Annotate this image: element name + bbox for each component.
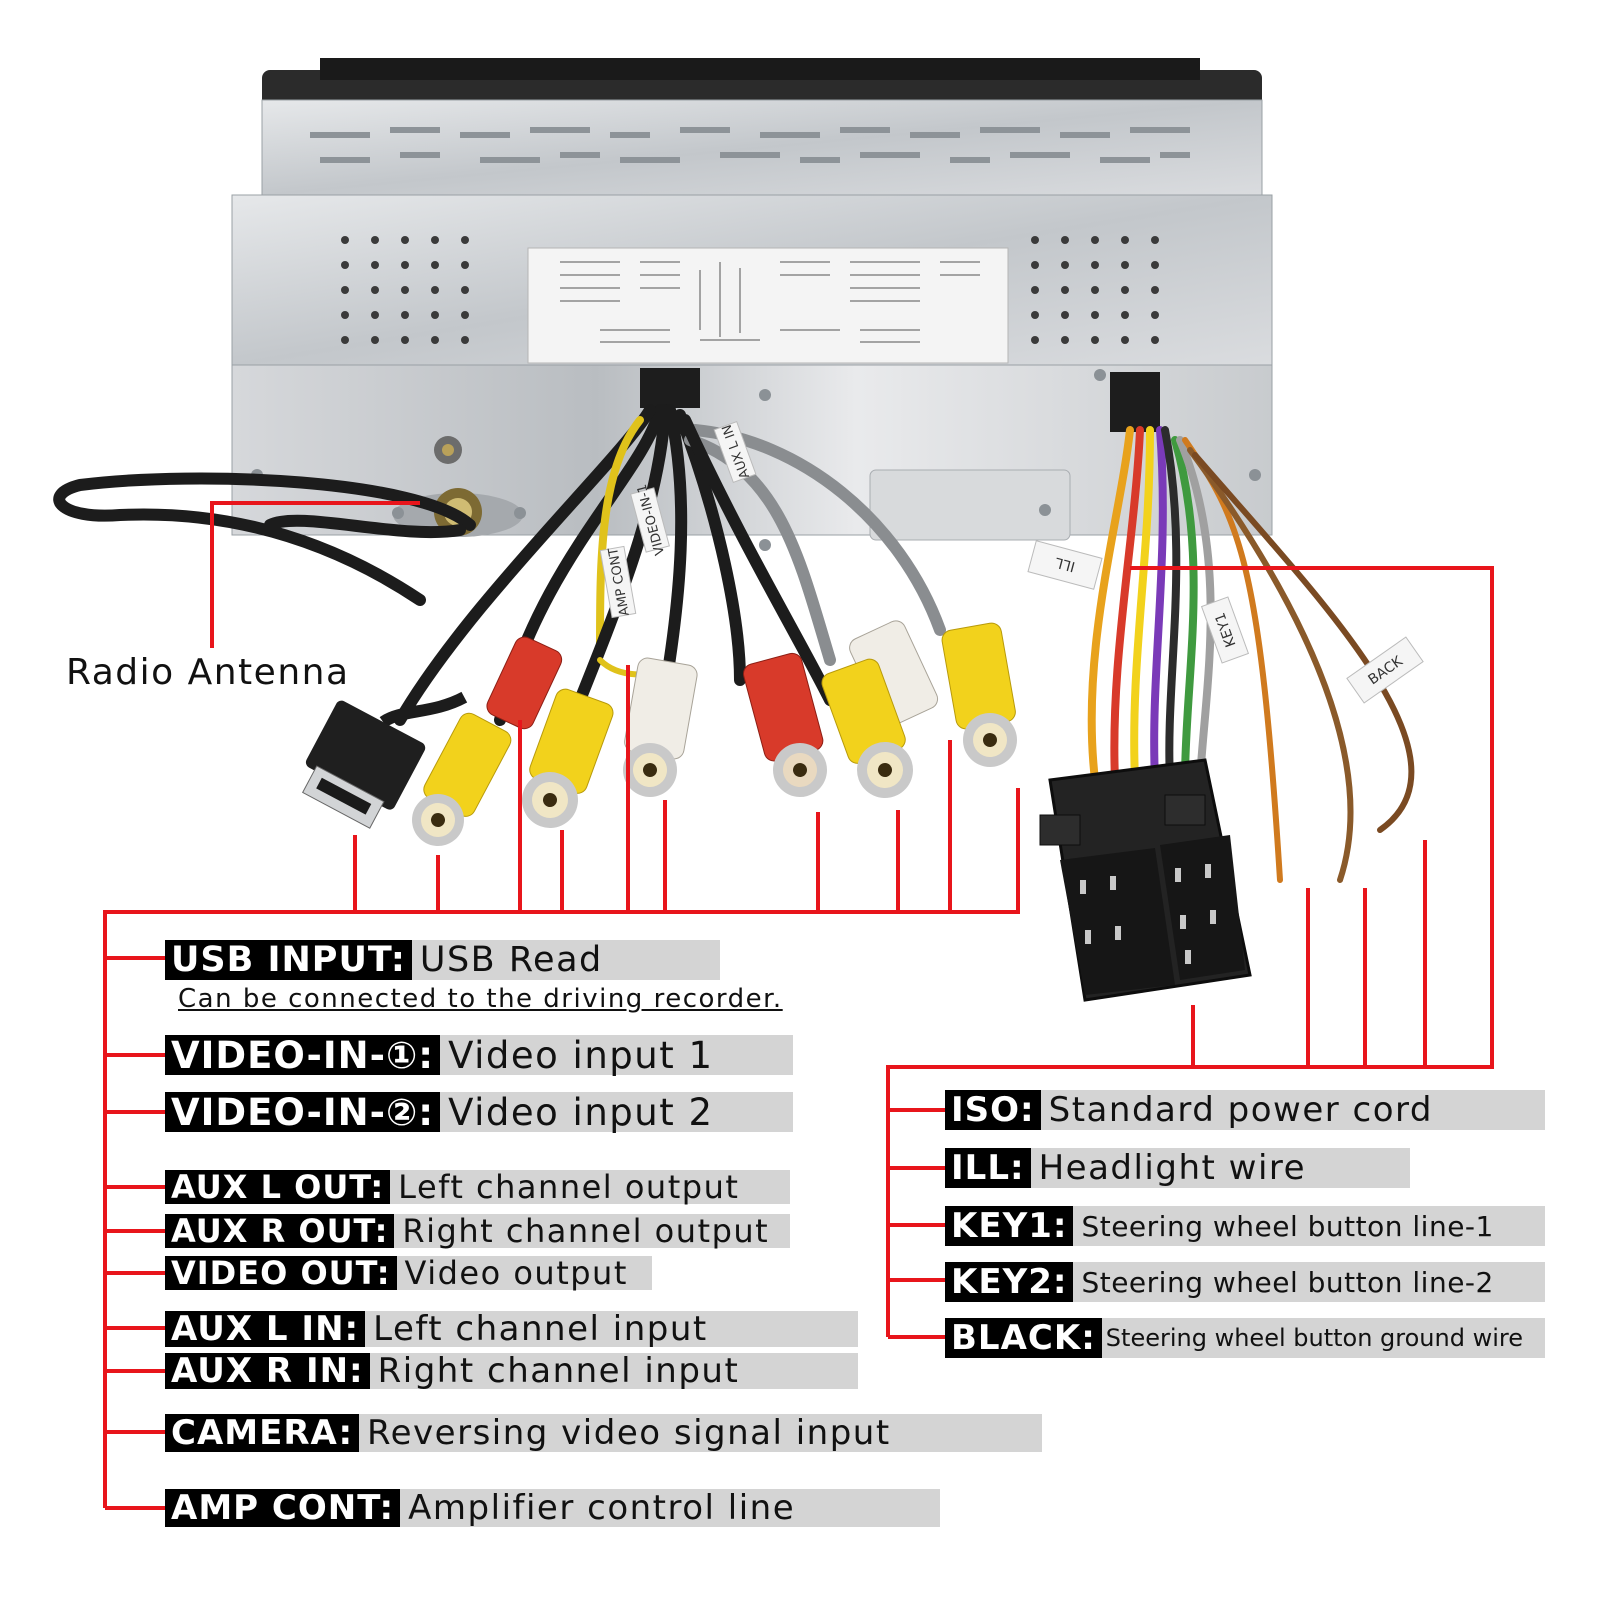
label-tag: VIDEO OUT:	[165, 1254, 397, 1292]
label-ill: ILL: Headlight wire	[945, 1148, 1410, 1188]
tag-ill: ILL	[1053, 554, 1076, 575]
label-tag: KEY2:	[945, 1262, 1074, 1302]
label-video-out: VIDEO OUT: Video output	[165, 1254, 652, 1292]
label-aux-l-in: AUX L IN: Left channel input	[165, 1309, 858, 1349]
label-tag: ISO:	[945, 1090, 1041, 1130]
label-key2: KEY2: Steering wheel button line-2	[945, 1262, 1545, 1302]
label-video-in-1: VIDEO-IN-①: Video input 1	[165, 1034, 793, 1077]
label-aux-r-out: AUX R OUT: Right channel output	[165, 1212, 790, 1250]
label-amp-cont: AMP CONT: Amplifier control line	[165, 1488, 940, 1528]
label-usb-input: USB INPUT: USB Read	[165, 940, 720, 980]
usb-note: Can be connected to the driving recorder…	[178, 984, 783, 1014]
label-video-in-2: VIDEO-IN-②: Video input 2	[165, 1091, 793, 1134]
label-tag: KEY1:	[945, 1206, 1074, 1246]
label-desc: Steering wheel button line-1	[1073, 1206, 1545, 1246]
label-desc: Left channel input	[365, 1309, 858, 1349]
label-iso: ISO: Standard power cord	[945, 1090, 1545, 1130]
label-desc: Steering wheel button line-2	[1073, 1262, 1545, 1302]
label-tag: USB INPUT:	[165, 940, 412, 980]
label-tag: ILL:	[945, 1148, 1031, 1188]
label-tag: AUX R OUT:	[165, 1212, 395, 1250]
radio-antenna-label: Radio Antenna	[66, 652, 350, 693]
label-desc: Steering wheel button ground wire	[1101, 1318, 1545, 1358]
label-desc: Headlight wire	[1030, 1148, 1410, 1188]
label-desc: Video output	[396, 1254, 652, 1292]
label-tag: VIDEO-IN-①:	[165, 1034, 441, 1077]
head-unit	[231, 58, 1273, 551]
label-tag: VIDEO-IN-②:	[165, 1091, 441, 1134]
label-desc: Standard power cord	[1040, 1090, 1545, 1130]
usb-connector	[301, 691, 468, 829]
label-tag: AUX L OUT:	[165, 1168, 391, 1206]
label-key1: KEY1: Steering wheel button line-1	[945, 1206, 1545, 1246]
antenna-cable	[53, 472, 476, 606]
label-desc: Video input 1	[440, 1034, 793, 1077]
label-tag: AUX R IN:	[165, 1351, 370, 1391]
label-desc: Amplifier control line	[400, 1488, 940, 1528]
label-desc: Reversing video signal input	[359, 1413, 1042, 1453]
label-tag: CAMERA:	[165, 1413, 360, 1453]
label-desc: Right channel output	[394, 1212, 790, 1250]
label-desc: Video input 2	[440, 1091, 793, 1134]
label-camera: CAMERA: Reversing video signal input	[165, 1413, 1042, 1453]
rca-plugs	[412, 620, 1017, 846]
cable-tags: AUX L IN VIDEO-IN-1 AMP CONT	[599, 420, 757, 619]
label-desc: USB Read	[411, 940, 720, 980]
label-aux-l-out: AUX L OUT: Left channel output	[165, 1168, 790, 1206]
iso-connector	[1039, 758, 1252, 1002]
label-black: BLACK: Steering wheel button ground wire	[945, 1318, 1545, 1358]
leader-lines	[103, 501, 1494, 1510]
label-aux-r-in: AUX R IN: Right channel input	[165, 1351, 858, 1391]
label-tag: AMP CONT:	[165, 1488, 401, 1528]
label-desc: Right channel input	[369, 1351, 858, 1391]
label-tag: AUX L IN:	[165, 1309, 366, 1349]
label-tag: BLACK:	[945, 1318, 1102, 1358]
label-desc: Left channel output	[390, 1168, 790, 1206]
